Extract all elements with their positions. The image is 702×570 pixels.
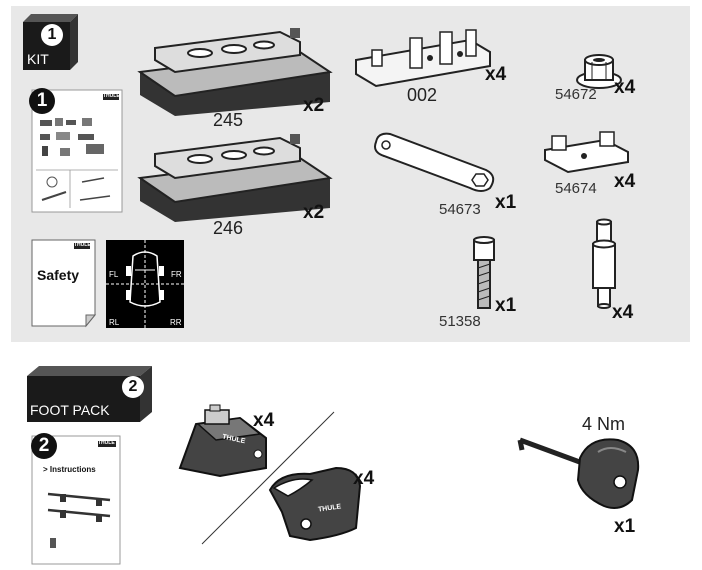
part-qty-54672: x4 [614, 77, 636, 98]
foot-qty: x4 [253, 410, 275, 431]
foot-pack-box-label: FOOT PACK [30, 402, 110, 418]
pad-246-illustration [137, 134, 333, 222]
nut-54672-illustration [576, 54, 622, 89]
part-number-246: 246 [213, 218, 244, 238]
tool-torque: 4 Nm [582, 414, 626, 434]
wheel-label-rl: RL [109, 318, 120, 327]
bracket-002-illustration [355, 29, 491, 88]
part-number-245: 245 [213, 110, 244, 130]
wrench-54673-illustration [374, 132, 495, 192]
divider-line [201, 411, 335, 545]
part-number-002: 002 [407, 85, 438, 105]
foot-illustration [178, 404, 267, 478]
part-number-54673: 54673 [439, 201, 481, 218]
foot-pack-box-icon [27, 366, 152, 422]
kit-booklet-brand: THULE [103, 93, 120, 99]
safety-brand: THULE [74, 242, 91, 248]
part-qty-51358: x1 [495, 295, 517, 316]
kit-instruction-booklet [31, 89, 123, 213]
part-qty-pin: x4 [612, 302, 634, 323]
clamp-54674-illustration [544, 131, 629, 174]
foot-cover-illustration [268, 466, 362, 542]
part-number-54672: 54672 [555, 86, 597, 103]
wheel-position-diagram [106, 240, 184, 328]
part-number-51358: 51358 [439, 313, 481, 330]
foot-pack-step-number: 2 [122, 376, 144, 398]
tool-qty: x1 [614, 516, 636, 537]
part-qty-54673: x1 [495, 192, 517, 213]
pin-part-illustration [592, 218, 616, 309]
part-qty-246: x2 [303, 202, 325, 223]
kit-box-label: KIT [27, 51, 49, 67]
foot-pack-booklet-brand: THULE [98, 440, 115, 446]
part-qty-245: x2 [303, 95, 325, 116]
wheel-label-fr: FR [171, 270, 182, 279]
part-qty-002: x4 [485, 64, 507, 85]
foot-pack-booklet-title: > Instructions [43, 465, 96, 474]
kit-step-number: 1 [41, 24, 63, 46]
safety-label: Safety [37, 267, 80, 283]
wheel-label-fl: FL [109, 270, 119, 279]
foot-pack-booklet-step-number: 2 [31, 433, 57, 459]
safety-booklet [31, 239, 97, 328]
torque-key-illustration [517, 437, 640, 509]
part-number-54674: 54674 [555, 180, 597, 197]
bolt-51358-illustration [473, 236, 495, 309]
cover-qty: x4 [353, 468, 375, 489]
kit-booklet-step-number: 1 [29, 88, 55, 114]
part-qty-54674: x4 [614, 171, 636, 192]
wheel-label-rr: RR [170, 318, 182, 327]
pad-245-illustration [137, 28, 333, 116]
